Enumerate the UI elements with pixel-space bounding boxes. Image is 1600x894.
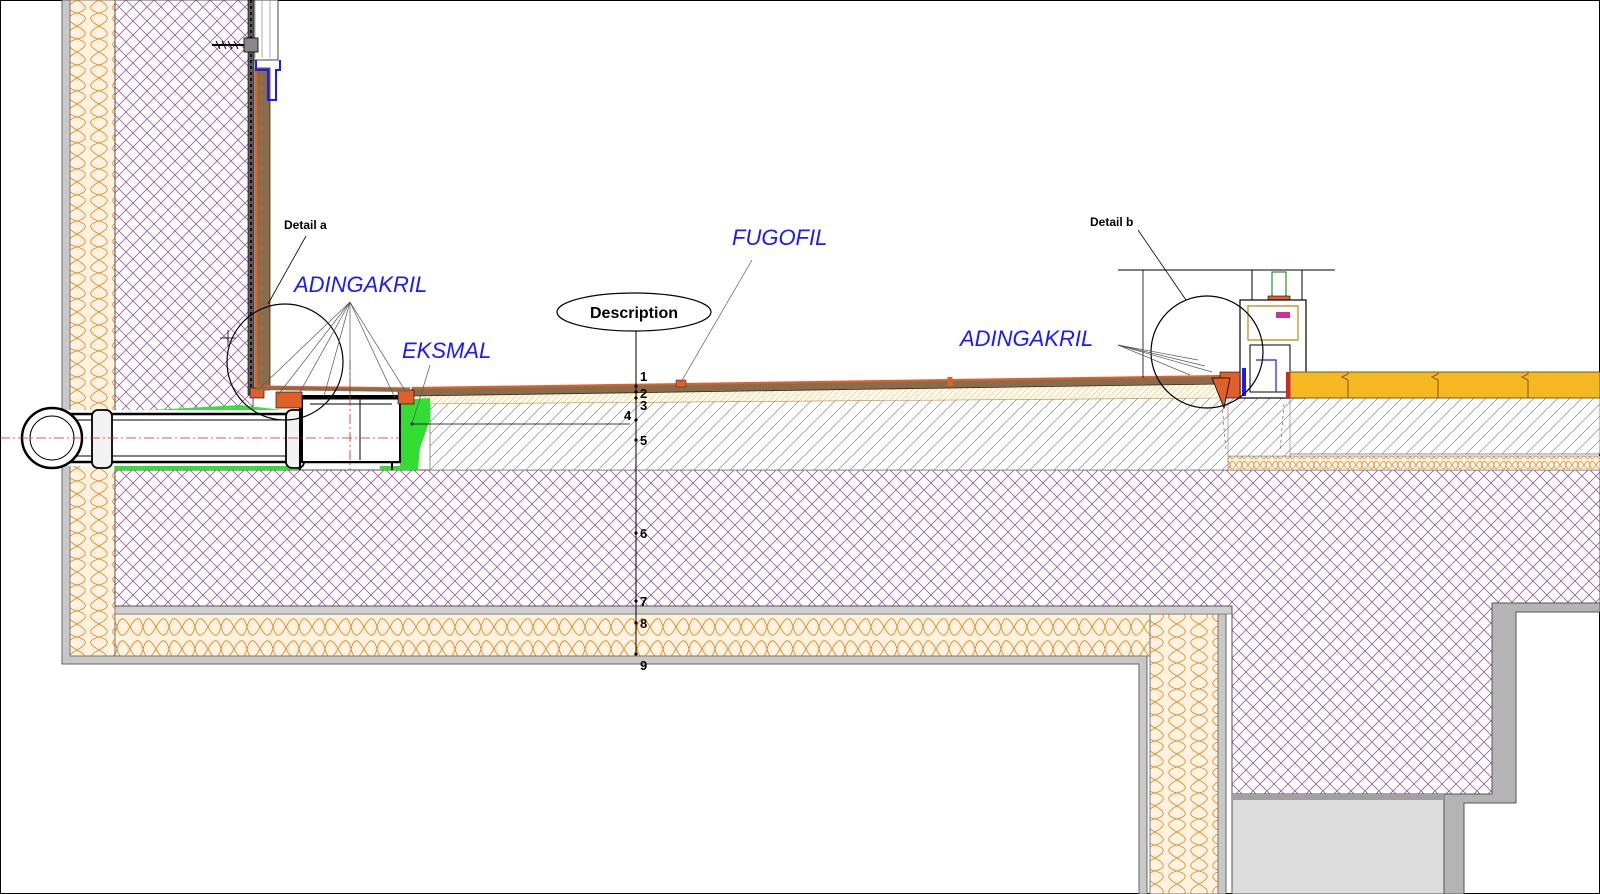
layer-number: 5 (640, 433, 647, 448)
adingakril-right-label: ADINGAKRIL (958, 326, 1093, 351)
membrane-corners (249, 385, 415, 409)
detail-b-circle (1150, 295, 1264, 409)
screed-layer (429, 396, 1231, 471)
ceiling-insulation (114, 613, 1151, 657)
stair-structure (1231, 602, 1600, 894)
layer-number: 1 (640, 369, 647, 384)
detail-a-label: Detail a (284, 218, 327, 232)
layer-number: 6 (640, 526, 647, 541)
layer-number: 3 (640, 398, 647, 413)
eksmal-label: EKSMAL (402, 338, 491, 363)
interior-floor-tiles (1289, 371, 1600, 399)
adingakril-left-label: ADINGAKRIL (292, 272, 427, 297)
layer-number: 7 (640, 594, 647, 609)
description-bubble (556, 292, 712, 332)
fugofil-joint (675, 379, 687, 388)
screed-layer-interior (1285, 397, 1600, 455)
layer-number: 8 (640, 616, 647, 631)
crosshair-icon (220, 330, 236, 346)
detail-a-circle (226, 303, 344, 421)
concrete-wall (114, 0, 254, 421)
adingakril-right-leaders (1117, 344, 1213, 376)
detail-b-label: Detail b (1090, 215, 1133, 229)
adingakril-left-leaders (259, 301, 407, 399)
left-wall-insulation (69, 0, 116, 657)
window-frame-icon (1118, 269, 1335, 410)
layer-number: 2 (640, 386, 647, 401)
layer-number: 4 (624, 408, 632, 423)
layer-number: 9 (640, 658, 647, 673)
right-wall-insulation (1149, 613, 1219, 894)
description-label: Description (590, 305, 678, 322)
fugofil-label: FUGOFIL (732, 225, 827, 250)
impact-sound-insulation (1227, 455, 1600, 471)
layer-markers (634, 384, 638, 656)
